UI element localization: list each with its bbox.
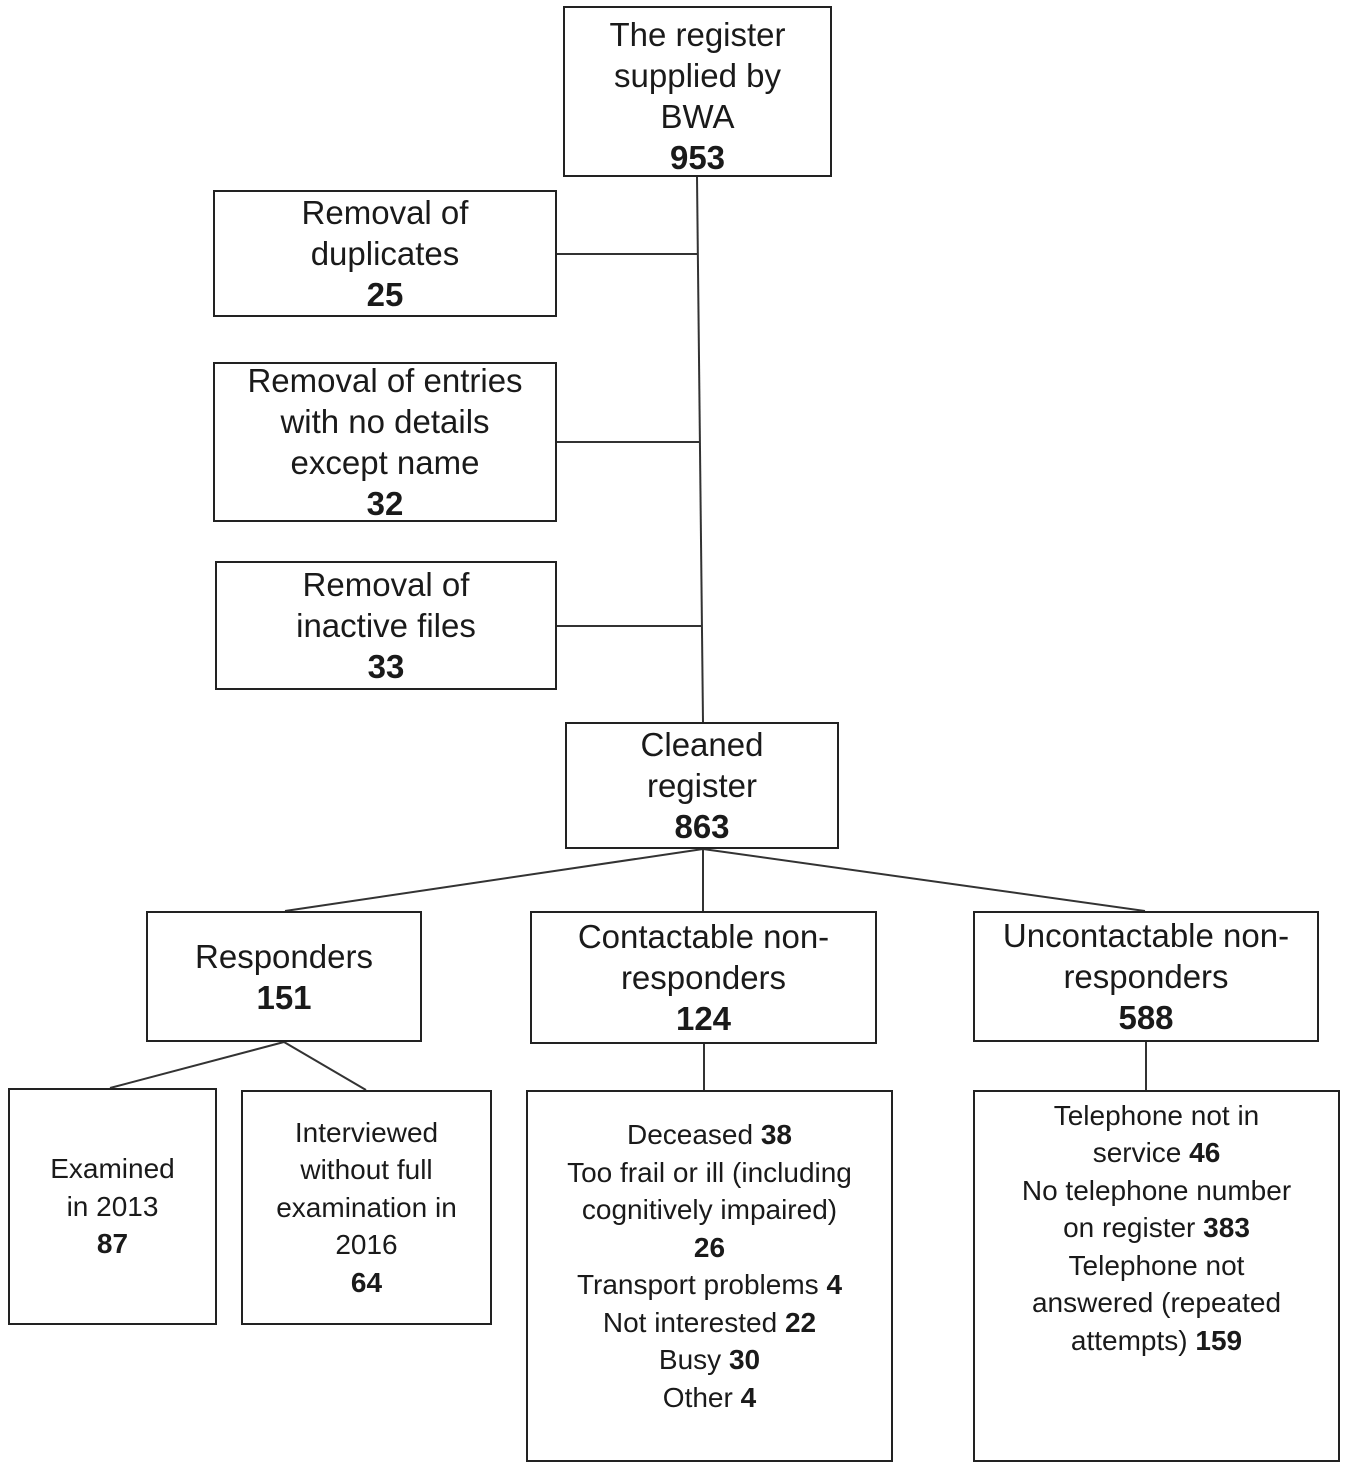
interviewed-count: 64 (350, 1266, 383, 1298)
register-line-2: supplied by (614, 57, 781, 94)
responders-line-1: Responders (195, 937, 373, 975)
inactive-line-2: inactive files (296, 607, 476, 644)
no-details-count: 32 (366, 485, 404, 522)
detail-count: 22 (784, 1306, 817, 1338)
interviewed-line-4: 2016 (335, 1229, 398, 1261)
detail-text: attempts) (1070, 1324, 1196, 1356)
duplicates-count: 25 (366, 276, 404, 313)
uncontactable-detail-row: Telephone not (1069, 1247, 1245, 1285)
detail-count: 30 (728, 1344, 761, 1375)
contactable-detail-row: Other 4 (663, 1379, 756, 1417)
uncontactable-detail-row: Telephone not in (1054, 1097, 1260, 1135)
uncontactable-detail-row: answered (repeated (1032, 1284, 1281, 1322)
detail-text: Other (662, 1381, 741, 1413)
uncontactable-detail-row: on register 383 (1063, 1209, 1250, 1247)
uncontactable-box: Uncontactable non- responders 588 (973, 911, 1319, 1042)
detail-text: Telephone not (1068, 1249, 1245, 1281)
duplicates-line-2: duplicates (310, 235, 460, 272)
trunk-line (696, 176, 704, 723)
detail-text: Transport problems (576, 1269, 827, 1300)
contactable-box: Contactable non- responders 124 (530, 911, 877, 1044)
detail-count: 4 (740, 1381, 757, 1413)
no-details-line-3: except name (290, 444, 480, 481)
cleaned-line-1: Cleaned (640, 726, 764, 763)
interviewed-box: Interviewed without full examination in … (241, 1090, 492, 1325)
detail-text: Too frail or ill (including (567, 1156, 852, 1188)
contactable-detail-row: cognitively impaired) (582, 1191, 837, 1229)
detail-text: service (1092, 1137, 1190, 1169)
detail-count: 38 (760, 1119, 793, 1150)
detail-count: 26 (693, 1231, 726, 1263)
detail-count: 383 (1203, 1212, 1250, 1244)
detail-text: answered (repeated (1031, 1287, 1282, 1319)
cleaned-line-2: register (646, 767, 758, 804)
examined-count: 87 (96, 1228, 129, 1260)
uncontactable-count: 588 (1118, 999, 1174, 1036)
interviewed-line-1: Interviewed (294, 1116, 439, 1148)
contactable-detail-row: Transport problems 4 (577, 1266, 842, 1304)
responders-count: 151 (256, 978, 312, 1016)
duplicates-line-1: Removal of (301, 194, 469, 231)
examined-box: Examined in 2013 87 (8, 1088, 217, 1325)
register-box: The register supplied by BWA 953 (563, 6, 832, 177)
contactable-detail-row: Too frail or ill (including (567, 1154, 852, 1192)
contactable-line-2: responders (620, 959, 787, 996)
contactable-details-box: Deceased 38 Too frail or ill (including … (526, 1090, 893, 1462)
uncontactable-details-box: Telephone not in service 46 No telephone… (973, 1090, 1340, 1462)
examined-connector (109, 1041, 285, 1089)
inactive-count: 33 (367, 648, 405, 685)
detail-text: Deceased (626, 1119, 761, 1150)
duplicates-box: Removal of duplicates 25 (213, 190, 557, 317)
examined-line-1: Examined (50, 1153, 175, 1185)
detail-count: 4 (826, 1269, 843, 1300)
no-details-line-1: Removal of entries (247, 362, 523, 399)
detail-text: Telephone not in (1053, 1099, 1260, 1131)
uncontactable-detail-row: attempts) 159 (1071, 1322, 1242, 1360)
contactable-detail-row: Not interested 22 (603, 1304, 816, 1342)
detail-text: cognitively impaired) (581, 1194, 838, 1225)
contactable-count: 124 (675, 1000, 732, 1037)
detail-text: Not interested (602, 1306, 785, 1338)
register-line-3: BWA (660, 98, 735, 135)
contactable-detail-row: Deceased 38 (627, 1116, 792, 1154)
detail-text: Busy (658, 1344, 729, 1375)
no-details-box: Removal of entries with no details excep… (213, 362, 557, 522)
detail-text: on register (1063, 1212, 1204, 1244)
inactive-box: Removal of inactive files 33 (215, 561, 557, 690)
inactive-line-1: Removal of (302, 566, 470, 603)
no-details-line-2: with no details (280, 403, 490, 440)
cleaned-register-box: Cleaned register 863 (565, 722, 839, 849)
cleaned-count: 863 (674, 808, 730, 845)
interviewed-line-3: examination in (276, 1191, 457, 1223)
uncontactable-detail-row: No telephone number (1022, 1172, 1291, 1210)
detail-count: 46 (1189, 1137, 1221, 1169)
uncontactable-connector (702, 848, 1146, 912)
register-count: 953 (669, 139, 726, 176)
examined-line-2: in 2013 (66, 1190, 159, 1222)
responders-connector (284, 848, 704, 912)
contactable-line-1: Contactable non- (577, 918, 830, 955)
uncontactable-line-1: Uncontactable non- (1002, 917, 1290, 954)
uncontactable-line-2: responders (1063, 958, 1229, 995)
detail-count: 159 (1195, 1324, 1243, 1356)
uncontactable-detail-row: service 46 (1093, 1134, 1221, 1172)
contactable-detail-row: 26 (694, 1229, 725, 1267)
contactable-detail-row: Busy 30 (659, 1341, 760, 1379)
interviewed-connector (283, 1041, 367, 1091)
interviewed-line-2: without full (300, 1154, 433, 1186)
register-line-1: The register (609, 16, 786, 53)
responders-box: Responders 151 (146, 911, 422, 1042)
detail-text: No telephone number (1021, 1174, 1292, 1206)
